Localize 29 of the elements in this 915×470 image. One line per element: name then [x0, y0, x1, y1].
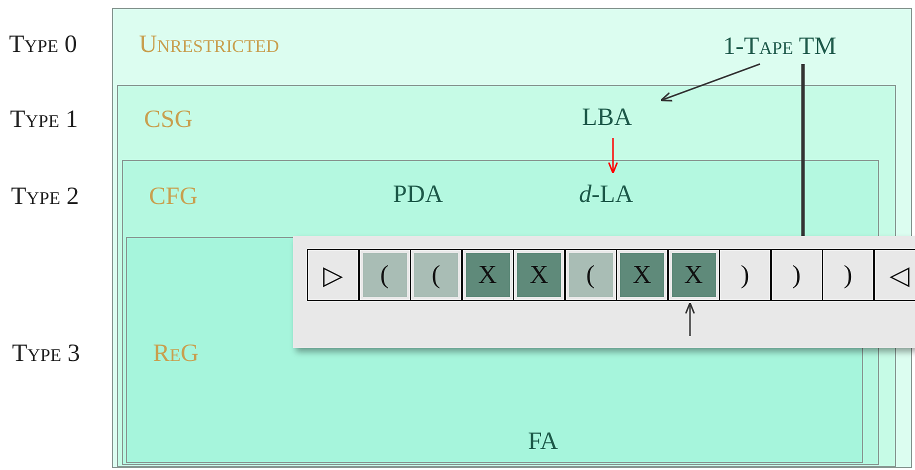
type-label: Type 3 — [12, 340, 80, 368]
tape-cell: ( — [358, 249, 410, 301]
grammar-label: CSG — [144, 106, 193, 134]
machine-label: PDA — [393, 181, 444, 209]
tape-cell: X — [668, 249, 720, 301]
tape-cell: ) — [719, 249, 771, 301]
tape-cell: ( — [410, 249, 462, 301]
tape-cell: ) — [770, 249, 822, 301]
head-arrow — [685, 302, 695, 336]
tape-cell: X — [462, 249, 514, 301]
machine-label: d-LA — [579, 181, 634, 209]
grammar-label: Unrestricted — [139, 31, 280, 59]
tape-cell: ◁ — [874, 249, 915, 301]
machine-label: FA — [528, 428, 558, 456]
grammar-label: ReG — [153, 340, 199, 368]
tape-cell: X — [616, 249, 668, 301]
tape-cell: ( — [564, 249, 616, 301]
arrow — [608, 138, 618, 174]
connector-line — [801, 64, 805, 236]
type-label: Type 0 — [9, 31, 78, 59]
type-label: Type 1 — [10, 106, 78, 134]
grammar-label: CFG — [149, 183, 198, 211]
type-label: Type 2 — [11, 183, 80, 211]
arrow — [660, 63, 760, 102]
tape-cell: X — [513, 249, 565, 301]
tape-cell: ▷ — [307, 249, 359, 301]
machine-label: LBA — [582, 104, 632, 132]
machine-label: 1-Tape TM — [723, 33, 836, 61]
tape-cell: ) — [822, 249, 874, 301]
